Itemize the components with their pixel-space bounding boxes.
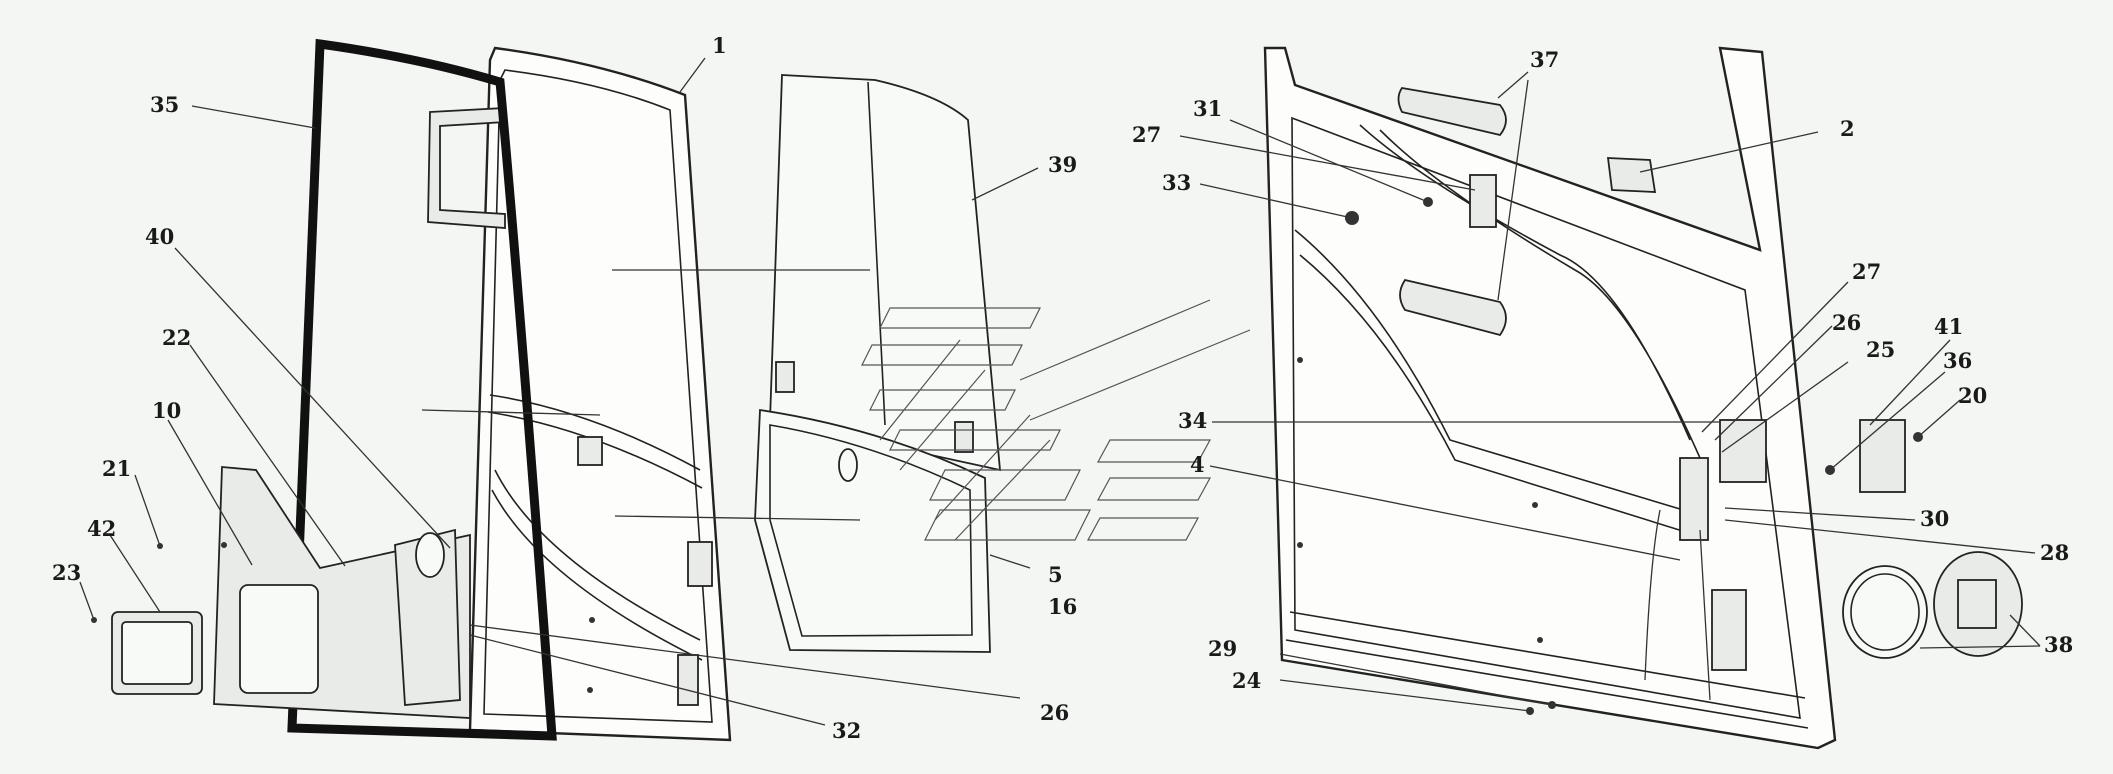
pin-4 (1537, 637, 1543, 643)
callout-40: 40 (145, 224, 174, 249)
callout-38: 38 (2044, 632, 2073, 657)
outer-handle (1397, 87, 1507, 137)
callout-30: 30 (1920, 506, 1949, 531)
pin-2 (1297, 542, 1303, 548)
inner-door-frame-inner (1291, 116, 1801, 719)
regulator-ghost-4 (924, 469, 1091, 541)
window-bracket-left (775, 361, 795, 393)
leader-lines (79, 57, 2041, 726)
callout-37: 37 (1530, 47, 1559, 72)
callout-26-right: 26 (1832, 310, 1861, 335)
callout-22: 22 (162, 325, 191, 350)
callout-23: 23 (52, 560, 81, 585)
window-bracket-right (954, 421, 974, 453)
callout-36: 36 (1943, 348, 1972, 373)
regulator-ghost-2 (1086, 439, 1212, 541)
callout-16: 16 (1048, 594, 1077, 619)
bottom-rail (1285, 611, 1809, 729)
seal-ring (1842, 565, 1928, 659)
pocket-tray-inner (121, 621, 193, 685)
regulator-ghost-lines (879, 299, 1251, 541)
lock-mechanism (1719, 419, 1767, 483)
callout-29: 29 (1208, 636, 1237, 661)
callout-20: 20 (1958, 383, 1987, 408)
callout-26-left: 26 (1040, 700, 1069, 725)
callout-41: 41 (1934, 314, 1963, 339)
channel-hook (838, 448, 858, 482)
hinge-part (1606, 157, 1657, 193)
inner-door-frame (1263, 46, 1837, 750)
callout-27-upper: 27 (1132, 122, 1161, 147)
callout-25: 25 (1866, 337, 1895, 362)
callout-21: 21 (102, 456, 131, 481)
callout-33: 33 (1162, 170, 1191, 195)
grab-handle-knob (415, 532, 445, 578)
callout-10: 10 (152, 398, 181, 423)
callout-27-lower: 27 (1852, 259, 1881, 284)
diagonal-stiffener (1294, 229, 1706, 539)
window-glass (769, 74, 1002, 472)
callout-1: 1 (712, 33, 727, 58)
callout-5: 5 (1048, 562, 1063, 587)
upper-stiffener (1359, 124, 1701, 459)
control-rod (1644, 509, 1711, 701)
callout-32: 32 (832, 718, 861, 743)
channel-inner (769, 424, 973, 637)
callout-24: 24 (1232, 668, 1261, 693)
pin-1 (1297, 357, 1303, 363)
lock-assembly-41 (1859, 419, 1906, 493)
hinge-block (577, 436, 603, 466)
door-seal (287, 38, 557, 741)
callout-42: 42 (87, 516, 116, 541)
left-door-assembly (91, 38, 1251, 742)
glass-run-channel (754, 408, 991, 653)
callout-35: 35 (150, 92, 179, 117)
callout-31: 31 (1193, 96, 1222, 121)
speaker-core (1957, 579, 1997, 629)
pin-3 (1532, 502, 1538, 508)
lock-plate (1469, 174, 1497, 228)
lock-block (677, 654, 699, 706)
latch-block (687, 541, 713, 587)
callout-34: 34 (1178, 408, 1207, 433)
callout-4: 4 (1190, 452, 1205, 477)
screw-c (587, 687, 593, 693)
inner-handle (1399, 278, 1507, 337)
callout-39: 39 (1048, 152, 1077, 177)
seal-ring-inner (1850, 573, 1920, 651)
screw-a (221, 542, 227, 548)
callout-28: 28 (2040, 540, 2069, 565)
screw-b (589, 617, 595, 623)
right-door-assembly (1263, 46, 2023, 750)
callout-2: 2 (1840, 116, 1855, 141)
door-lower-rail (491, 469, 703, 661)
latch-rod-bracket (1679, 457, 1709, 541)
window-divider (867, 81, 886, 426)
regulator-ghost-3 (869, 389, 1061, 451)
lower-bracket (1711, 589, 1747, 671)
callout-labels: 1 35 39 40 22 10 21 42 23 5 16 26 32 37 … (52, 33, 2073, 743)
regulator-ghost-1 (861, 307, 1041, 366)
pocket-opening (239, 584, 319, 694)
